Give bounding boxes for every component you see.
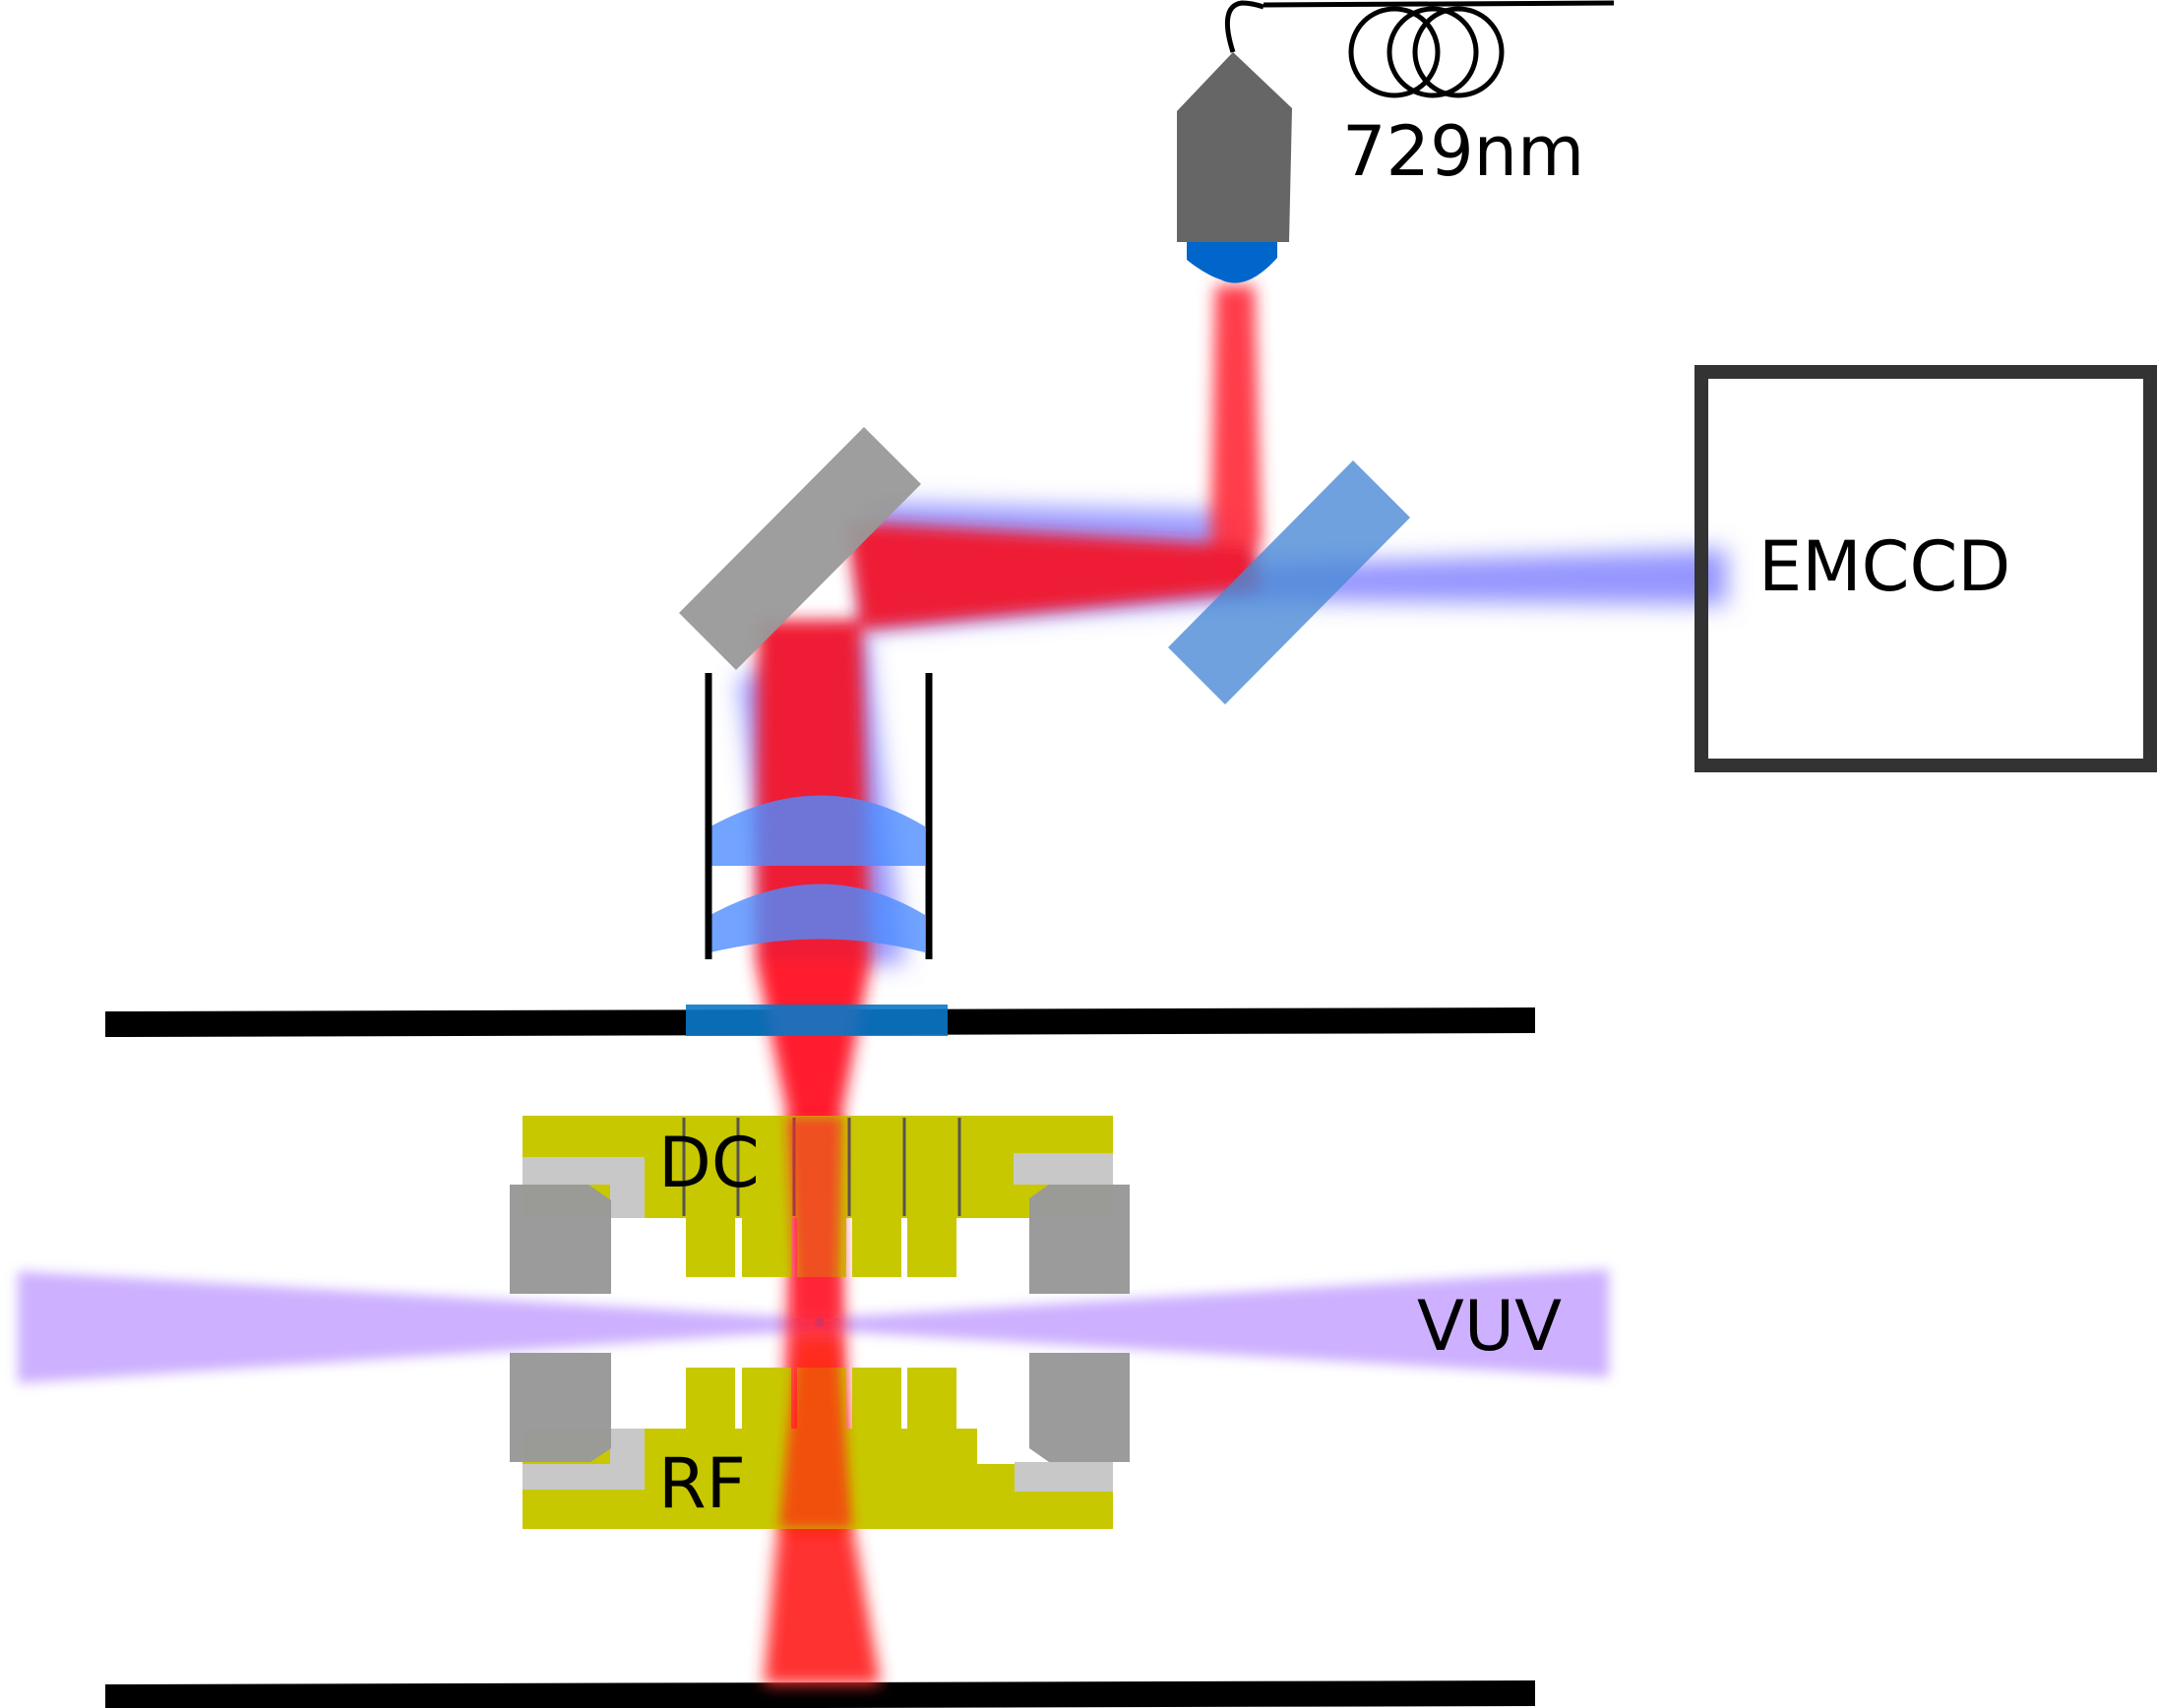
vacuum-window	[686, 1005, 948, 1036]
laser-beam-through-trap	[779, 1116, 852, 1529]
rf-segment	[907, 1368, 956, 1429]
trap-block-bottom-left	[510, 1353, 611, 1462]
objective-lens-pair	[705, 673, 933, 959]
trap-block-bottom-right	[1029, 1353, 1130, 1462]
emccd-camera	[1695, 365, 2157, 772]
trap-block-top-left	[510, 1185, 611, 1294]
dc-segment	[742, 1218, 791, 1277]
rf-segment	[686, 1368, 735, 1429]
rf-electrode-label: RF	[658, 1443, 746, 1524]
fiber-coil	[1224, 0, 1615, 98]
beamsplitter	[1168, 460, 1410, 704]
dc-electrode-label: DC	[658, 1123, 760, 1203]
rf-segment	[852, 1368, 901, 1429]
trap-block-top-right	[1029, 1185, 1130, 1294]
chamber-bottom-wall	[105, 1680, 1535, 1708]
dc-segment	[686, 1218, 735, 1277]
camera-label: EMCCD	[1758, 526, 2010, 607]
wavelength-label: 729nm	[1342, 111, 1584, 192]
fiber-coupler	[1177, 52, 1292, 283]
ion	[815, 1317, 825, 1327]
dc-segment	[852, 1218, 901, 1277]
dc-segment	[907, 1218, 956, 1277]
rf-segment	[742, 1368, 791, 1429]
vuv-label: VUV	[1417, 1286, 1562, 1367]
mirror	[679, 427, 921, 670]
